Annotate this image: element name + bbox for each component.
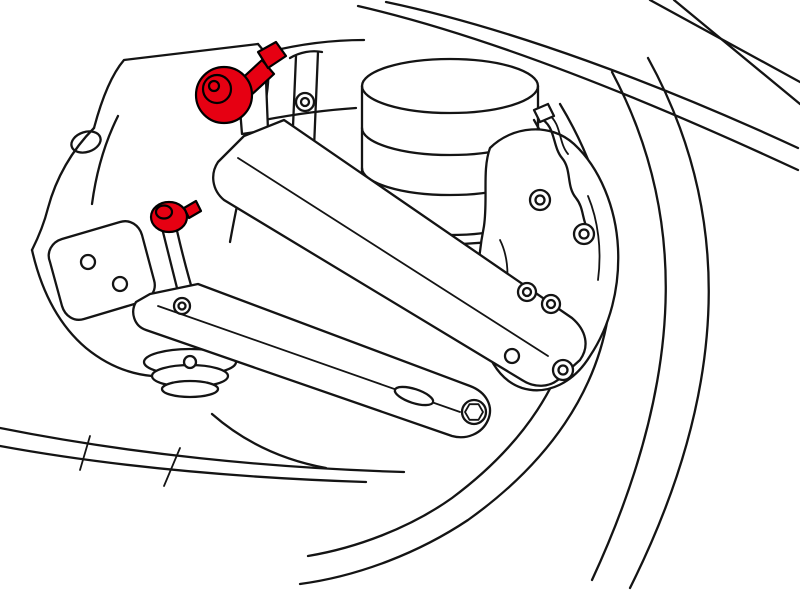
fastener [460, 398, 488, 426]
fastener [503, 347, 521, 365]
fastener [172, 296, 192, 316]
highlight-lower-bolt[interactable] [149, 199, 203, 234]
frame-rail-lines [0, 412, 406, 487]
cam-bolt-center[interactable] [207, 79, 221, 93]
fastener [294, 91, 316, 113]
upper-control-arm [212, 118, 587, 387]
fastener [516, 281, 538, 303]
fastener [528, 188, 552, 212]
lower-control-arm [132, 282, 492, 439]
highlight-upper-cam-bolt[interactable] [194, 40, 288, 125]
mounting-plate [47, 220, 156, 321]
lower-bolt-inner[interactable] [154, 204, 174, 220]
tire-arc [590, 56, 710, 590]
cam-bolt-tip[interactable] [256, 40, 288, 70]
fastener [540, 293, 562, 315]
fastener [572, 222, 596, 246]
knuckle-fasteners [503, 188, 596, 382]
body-frame-lines [356, 0, 800, 172]
fastener [551, 358, 575, 382]
